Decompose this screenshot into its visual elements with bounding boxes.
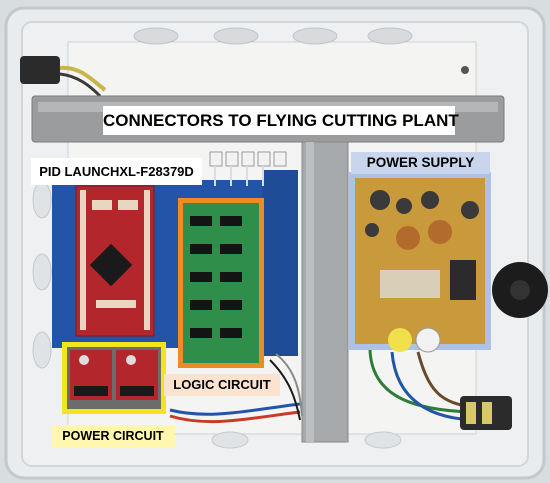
ribbon-connectors [209, 151, 287, 167]
psu-components [365, 190, 479, 300]
mcu-headers [80, 190, 150, 330]
cable-gland [20, 56, 60, 84]
screw [461, 66, 469, 74]
psu-capacitor [388, 328, 412, 352]
power-circuit-label: POWER CIRCUIT [51, 425, 175, 448]
connectors-label: CONNECTORS TO FLYING CUTTING PLANT [103, 106, 459, 135]
mcu-chip [89, 243, 133, 287]
power-supply-label: POWER SUPPLY [351, 152, 490, 174]
wiring [169, 402, 301, 416]
top-knockouts [133, 27, 413, 45]
entry-cable [59, 65, 107, 92]
pid-board-label: PID LAUNCHXL-F28379D [31, 158, 202, 185]
supply-cables [368, 349, 471, 414]
logic-board [183, 203, 259, 363]
logic-circuit-label: LOGIC CIRCUIT [164, 374, 280, 396]
psu-coils [396, 220, 452, 250]
side-knockouts [32, 181, 524, 449]
logic-ics [190, 216, 242, 338]
